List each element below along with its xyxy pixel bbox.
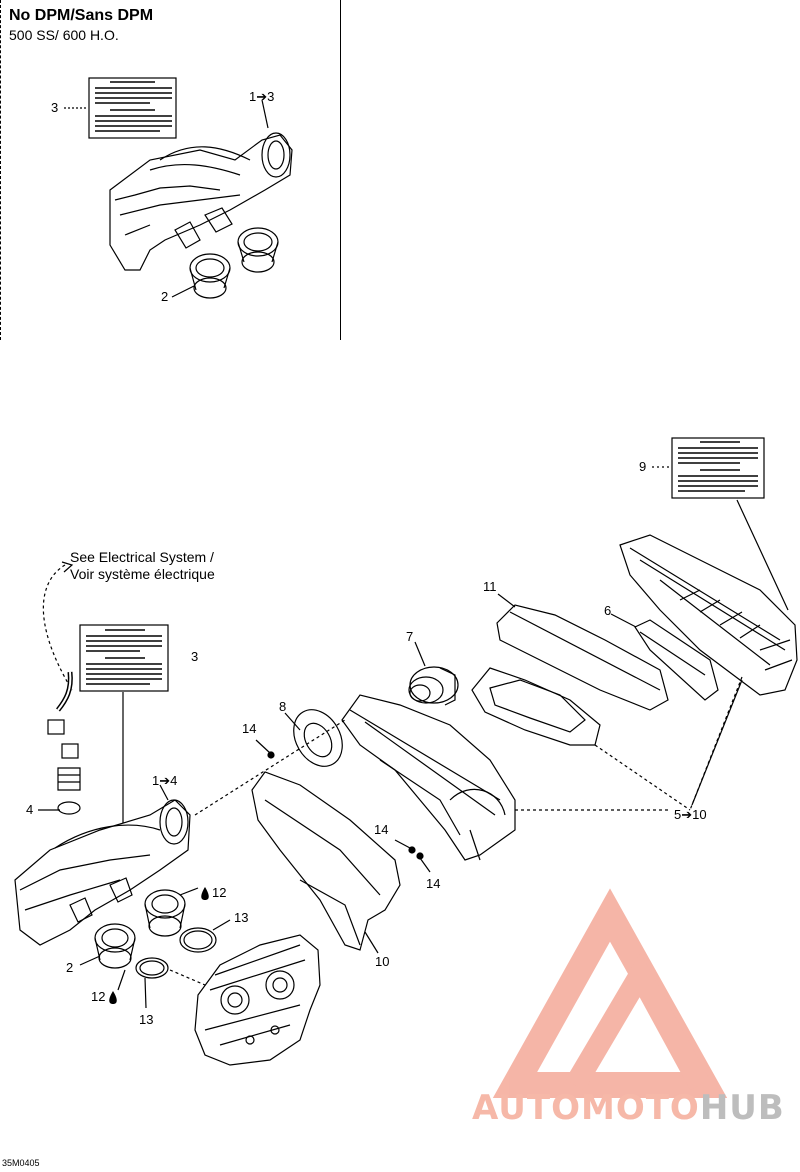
callout-6: 6 bbox=[604, 603, 612, 618]
adaptor-upper bbox=[144, 889, 186, 937]
inset-leader-2 bbox=[171, 285, 195, 298]
inset-subtitle: 500 SS/ 600 H.O. bbox=[9, 27, 119, 43]
inset-frame bbox=[0, 0, 341, 340]
leader-5-10 bbox=[691, 679, 743, 806]
part-6-strip bbox=[634, 619, 719, 701]
part-7-cap bbox=[408, 666, 459, 706]
callout-8: 8 bbox=[279, 699, 287, 714]
callout-13-a: 13 bbox=[234, 910, 249, 925]
electrical-note-line2: Voir système électrique bbox=[70, 566, 215, 582]
silencer-base bbox=[341, 694, 516, 861]
callout-4: 4 bbox=[26, 802, 34, 817]
part-11-foam bbox=[496, 604, 669, 711]
leader-7 bbox=[414, 641, 426, 667]
drop-icon-12a bbox=[201, 887, 209, 900]
leader-11 bbox=[497, 593, 516, 608]
screw-14-a bbox=[255, 739, 275, 759]
engine-block bbox=[194, 934, 321, 1066]
part-8-gasket bbox=[293, 709, 343, 767]
leader-8 bbox=[284, 712, 301, 731]
leader-9b bbox=[736, 499, 789, 611]
leader-12b bbox=[117, 969, 126, 991]
callout-14-b: 14 bbox=[374, 822, 389, 837]
callout-12-b: 12 bbox=[91, 989, 106, 1004]
inset-callout-2: 2 bbox=[161, 289, 169, 304]
inset-airbox bbox=[109, 132, 293, 271]
leader-adaptor-engine bbox=[169, 969, 206, 986]
electrical-arrowhead bbox=[61, 561, 74, 573]
watermark-text: AUTOMOTOHUB bbox=[472, 1088, 785, 1128]
screw-14-c bbox=[416, 852, 431, 873]
callout-11: 11 bbox=[483, 579, 497, 594]
callout-13-b: 13 bbox=[139, 1012, 154, 1027]
decal-3 bbox=[79, 624, 169, 692]
inset-callout-1-3: 1➔3 bbox=[249, 89, 275, 104]
callout-10: 10 bbox=[375, 954, 390, 969]
sensor-hose bbox=[47, 671, 81, 815]
leader-6 bbox=[610, 613, 637, 628]
electrical-note: See Electrical System / Voir système éle… bbox=[70, 549, 215, 583]
silencer-top-cover bbox=[619, 534, 798, 696]
diagram-code: 35M0405 bbox=[2, 1158, 40, 1168]
watermark-text-hub: HUB bbox=[699, 1088, 785, 1128]
callout-3: 3 bbox=[191, 649, 199, 664]
leader-5-10-dashed bbox=[515, 676, 743, 811]
leader-12a bbox=[179, 887, 199, 896]
main-airbox bbox=[14, 799, 191, 946]
inset-callout-3: 3 bbox=[51, 100, 59, 115]
inset-adaptors bbox=[189, 227, 279, 299]
watermark-logo bbox=[492, 888, 728, 1098]
callout-9: 9 bbox=[639, 459, 647, 474]
clamp-13-lower bbox=[135, 957, 169, 979]
leader-13b bbox=[144, 977, 147, 1009]
inset-title: No DPM/Sans DPM bbox=[9, 7, 154, 24]
electrical-note-line1: See Electrical System / bbox=[70, 549, 214, 565]
callout-1-4: 1➔4 bbox=[152, 773, 178, 788]
filter-tray bbox=[471, 667, 601, 746]
leader-13a bbox=[212, 919, 231, 931]
callout-7: 7 bbox=[406, 629, 414, 644]
watermark-text-auto: AUTO bbox=[472, 1088, 581, 1128]
callout-12-a: 12 bbox=[212, 885, 227, 900]
drop-icon-12b bbox=[109, 991, 117, 1004]
watermark-text-moto: MOTO bbox=[580, 1088, 700, 1128]
clamp-13-upper bbox=[179, 927, 217, 953]
callout-14-c: 14 bbox=[426, 876, 441, 891]
leader-10 bbox=[364, 931, 379, 954]
leader-1-4 bbox=[159, 784, 169, 801]
screw-14-b bbox=[394, 839, 416, 854]
inset-leader-1-3 bbox=[261, 99, 269, 129]
callout-2: 2 bbox=[66, 960, 74, 975]
adaptor-lower bbox=[94, 923, 136, 969]
inset-frame-left-edge bbox=[0, 0, 2, 340]
part-10-cover bbox=[251, 771, 401, 951]
inset-warning-decal bbox=[88, 77, 177, 139]
leader-2 bbox=[79, 955, 101, 966]
callout-5-10: 5➔10 bbox=[674, 807, 707, 822]
decal-9 bbox=[671, 437, 765, 499]
electrical-arrow bbox=[42, 564, 73, 691]
callout-14-a: 14 bbox=[242, 721, 257, 736]
